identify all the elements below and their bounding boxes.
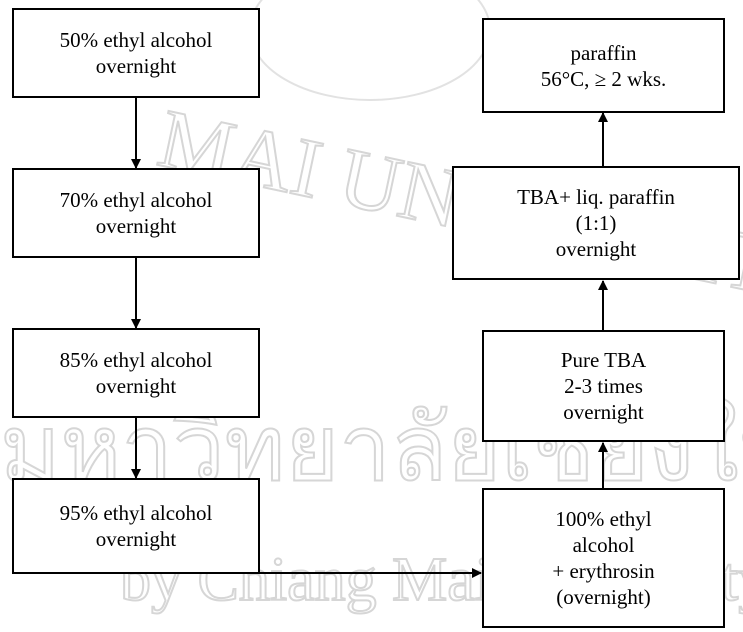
step-70-line-2: overnight: [95, 214, 177, 238]
step-95-line-2: overnight: [95, 527, 177, 551]
step-100-line-4: (overnight): [556, 585, 651, 609]
step-100-line-1: 100% ethyl: [555, 507, 652, 531]
step-70-ethyl-alcohol: 70% ethyl alcohol overnight: [12, 168, 260, 258]
step-tbaliq-line-3: overnight: [555, 237, 637, 261]
step-50-line-1: 50% ethyl alcohol: [59, 28, 213, 52]
step-100-ethyl-alcohol-erythrosin: 100% ethyl alcohol + erythrosin (overnig…: [482, 488, 725, 628]
step-tba-line-3: overnight: [563, 400, 644, 424]
step-85-line-2: overnight: [95, 374, 177, 398]
step-tbaliq-line-2: (1:1): [575, 211, 617, 235]
step-95-ethyl-alcohol: 95% ethyl alcohol overnight: [12, 478, 260, 574]
step-85-line-1: 85% ethyl alcohol: [59, 348, 213, 372]
step-70-line-1: 70% ethyl alcohol: [59, 188, 213, 212]
step-95-line-1: 95% ethyl alcohol: [59, 501, 213, 525]
step-paraffin: paraffin 56°C, ≥ 2 wks.: [482, 18, 725, 113]
step-tba-line-1: Pure TBA: [560, 348, 647, 372]
step-paraffin-line-1: paraffin: [570, 40, 637, 65]
step-pure-tba: Pure TBA 2-3 times overnight: [482, 330, 725, 442]
step-tbaliq-line-1: TBA+ liq. paraffin: [517, 185, 675, 209]
step-tba-liquid-paraffin: TBA+ liq. paraffin (1:1) overnight: [452, 166, 740, 280]
step-85-ethyl-alcohol: 85% ethyl alcohol overnight: [12, 328, 260, 418]
step-100-line-2: alcohol: [572, 533, 635, 557]
step-paraffin-line-2: 56°C, ≥ 2 wks.: [540, 66, 667, 91]
step-100-line-3: + erythrosin: [552, 559, 655, 583]
step-50-ethyl-alcohol: 50% ethyl alcohol overnight: [12, 8, 260, 98]
step-50-line-2: overnight: [95, 54, 177, 78]
step-tba-line-2: 2-3 times: [564, 374, 643, 398]
